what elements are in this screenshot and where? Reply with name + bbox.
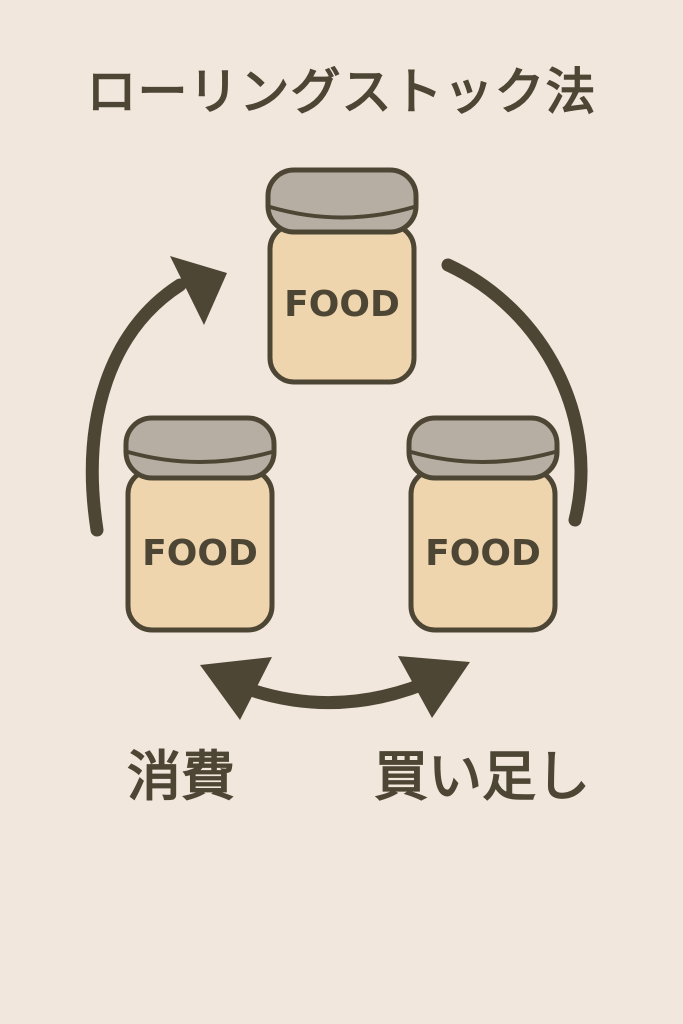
jar-top: FOOD <box>265 167 419 385</box>
right-arc <box>441 258 588 527</box>
left-up-arrow <box>85 278 187 537</box>
jar-right: FOOD <box>406 415 560 633</box>
consume-label: 消費 <box>127 745 235 808</box>
jar-left: FOOD <box>123 415 277 633</box>
jar-left-label: FOOD <box>142 533 258 574</box>
bottom-double-arrow <box>225 670 447 710</box>
bottom-arrowhead-right <box>398 656 470 718</box>
diagram-title: ローリングストック法 <box>86 63 597 121</box>
jar-top-label: FOOD <box>284 284 400 325</box>
restock-label: 買い足し <box>374 745 590 808</box>
jar-right-label: FOOD <box>425 533 541 574</box>
left-up-arrowhead <box>170 256 227 325</box>
bottom-arrowhead-left <box>200 657 272 720</box>
